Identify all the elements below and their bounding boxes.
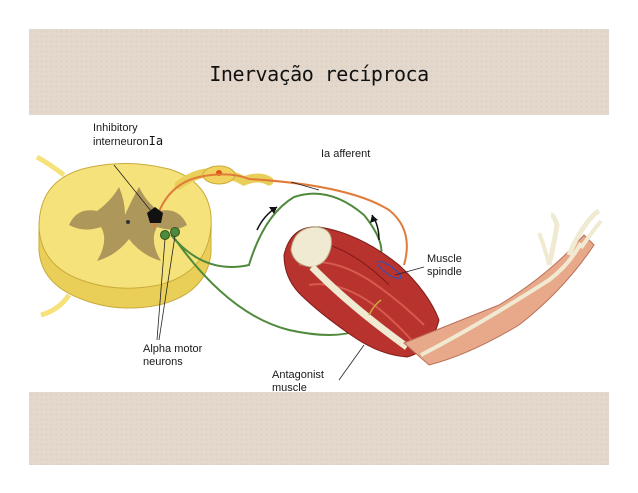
inhibitory-interneuron-label: Inhibitory interneuronIa (93, 122, 163, 149)
motor-fiber-agonist (170, 192, 383, 268)
slide-title: Inervação recíproca (209, 62, 429, 86)
spinal-cord (35, 154, 212, 318)
muscle-spindle-label: Muscle spindle (427, 253, 462, 279)
alpha-line2: neurons (143, 356, 183, 368)
antagonist-line2: muscle (272, 382, 307, 394)
ia-afferent-fiber (153, 173, 408, 266)
ia-suffix: Ia (148, 134, 164, 148)
slide: Inervação recíproca (29, 29, 609, 465)
antagonist-line1: Antagonist (272, 369, 324, 381)
ia-afferent-label: Ia afferent (321, 148, 371, 160)
title-band: Inervação recíproca (29, 29, 609, 115)
muscle-spindle-line2: spindle (427, 266, 462, 278)
inhibitory-label-line2: interneuronIa (93, 135, 163, 149)
antagonist-muscle-label: Antagonist muscle (272, 369, 324, 395)
motor-fiber-antagonist (174, 238, 360, 336)
diagram-svg (35, 154, 603, 381)
footer-band (29, 392, 609, 465)
alpha-motor-neuron-2 (170, 227, 180, 237)
alpha-line1: Alpha motor (143, 343, 203, 355)
inhibitory-label-line1: Inhibitory (93, 122, 138, 134)
reciprocal-innervation-figure: Inhibitory interneuronIa Ia afferent Mus… (29, 115, 609, 395)
interneuron-text: interneuron (93, 136, 149, 148)
alpha-motor-neuron-1 (160, 230, 170, 240)
arm-illustration (283, 208, 603, 366)
muscle-spindle-line1: Muscle (427, 253, 462, 265)
alpha-motor-neurons-label: Alpha motor neurons (143, 343, 202, 369)
